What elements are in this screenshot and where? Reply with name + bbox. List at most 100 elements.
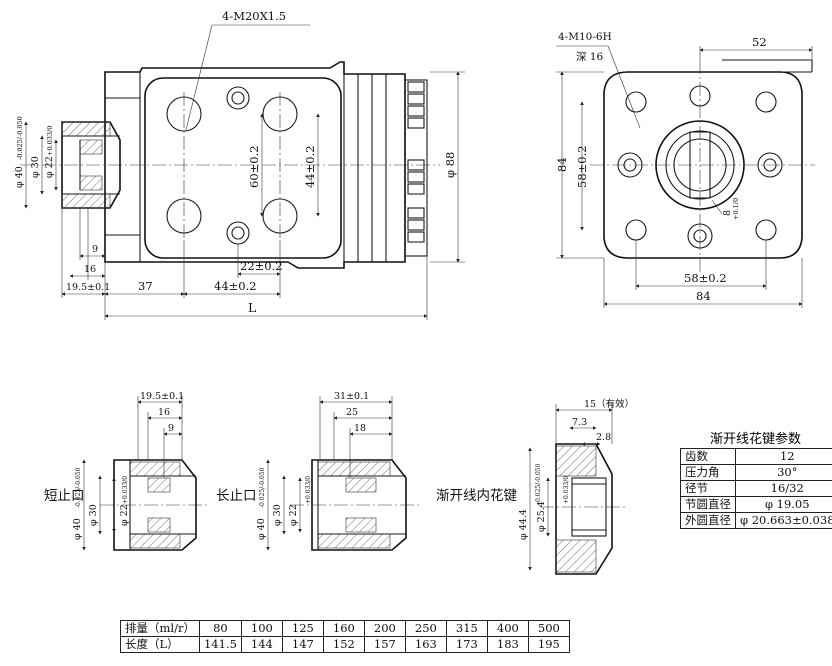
- side-view: 4-M10-6H 深 16 52 84 58±0.2 58±0.2 84 8 +…: [555, 31, 815, 308]
- spline-param-key: 齿数: [680, 448, 736, 465]
- front-dim-phi22: φ 22: [44, 156, 55, 178]
- front-dim-phi40: φ 40: [14, 166, 25, 188]
- front-dim-88: φ 88: [443, 152, 457, 178]
- bolt-head-1: [407, 81, 425, 93]
- length-cell: 173: [445, 636, 488, 653]
- detail-spline: 渐开线内花键 15（有效） 7.3 2.8 φ 44.4 -0.025/-0.0…: [436, 398, 634, 575]
- bolt-head-2: [407, 93, 425, 105]
- length-cell: 147: [281, 636, 324, 653]
- side-thread-callout: 4-M10-6H: [558, 31, 612, 43]
- spline-param-value: 30°: [735, 464, 832, 481]
- bolt-head-4: [407, 117, 425, 129]
- bolt-hole-2: [226, 221, 250, 245]
- long-dim-phi40-tol: -0.025/-0.050: [259, 467, 266, 508]
- length-cell: 157: [363, 636, 406, 653]
- short-dim-phi30: φ 30: [88, 504, 99, 526]
- spline-dim-7-3: 7.3: [572, 417, 587, 428]
- short-hatch-3: [147, 477, 171, 493]
- spline-dim-2-8: 2.8: [596, 432, 611, 443]
- displacement-cell: 500: [527, 620, 570, 637]
- long-hatch-4: [345, 517, 377, 533]
- displacement-cell: 200: [363, 620, 406, 637]
- detail-short-pilot: 短止口 19.5±0.1 16 9 φ 40 -0.025/-0.050 φ 3…: [44, 391, 210, 551]
- front-dim-37: 37: [138, 279, 153, 293]
- spline-dim-15: 15（有效）: [584, 398, 634, 410]
- short-dim-19-5: 19.5±0.1: [140, 391, 184, 402]
- side-bolt-8: [755, 219, 777, 241]
- short-dim-phi40-tol: -0.025/-0.050: [75, 467, 82, 508]
- side-bolt-1: [625, 91, 647, 113]
- front-dim-19-5: 19.5±0.1: [66, 282, 110, 293]
- side-dim-8: 8: [722, 210, 733, 216]
- short-hatch-1: [129, 461, 181, 477]
- mounting-face: [144, 77, 342, 259]
- long-dim-phi22-tol: +0.033/0: [305, 476, 312, 504]
- spline-dim-phi44: φ 44.4: [518, 509, 529, 540]
- spline-param-value: φ 20.663±0.038: [735, 512, 832, 529]
- spline-hatch-top: [555, 445, 597, 477]
- front-thread-callout-leader: [185, 24, 213, 131]
- side-dim-8-leader: [711, 199, 723, 215]
- side-bolt-3: [755, 91, 777, 113]
- short-dim-phi22: φ 22: [119, 504, 130, 526]
- spline-hatch-bottom: [555, 539, 597, 573]
- bolt-hole-2-inner: [231, 226, 245, 240]
- spline-param-key: 节圆直径: [680, 496, 736, 513]
- front-dim-44-h: 44±0.2: [214, 279, 257, 293]
- spline-param-key: 径节: [680, 480, 736, 497]
- spline-param-value: φ 19.05: [735, 496, 832, 513]
- displacement-cell: 160: [322, 620, 365, 637]
- front-dim-60: 60±0.2: [247, 145, 261, 188]
- long-dim-18: 18: [354, 423, 366, 434]
- length-cell: 163: [404, 636, 447, 653]
- spline-param-key: 外圆直径: [680, 512, 736, 529]
- bolt-hole-1-inner: [231, 91, 245, 105]
- stator-stack: [343, 73, 406, 263]
- displacement-cell: 250: [404, 620, 447, 637]
- detail-spline-label: 渐开线内花键: [436, 488, 517, 504]
- short-dim-9: 9: [168, 423, 174, 434]
- pilot-hatch-top: [61, 121, 111, 137]
- front-dim-9: 9: [92, 244, 98, 255]
- front-dim-16: 16: [84, 264, 96, 275]
- bolt-head-8: [407, 207, 425, 219]
- detail-short-label: 短止口: [44, 488, 85, 504]
- long-dim-phi30: φ 30: [272, 504, 283, 526]
- spline-dim-phi44-tol: -0.025/-0.050: [535, 463, 542, 504]
- detail-long-pilot: 长止口 31±0.1 25 18 φ 40 -0.025/-0.050 φ 30…: [216, 391, 420, 551]
- length-cell: 195: [527, 636, 570, 653]
- front-dim-phi40-tol: -0.025/-0.050: [16, 116, 24, 160]
- length-cell: 144: [240, 636, 283, 653]
- detail-long-label: 长止口: [216, 488, 257, 504]
- bolt-head-3: [407, 105, 425, 117]
- side-depth-label: 深 16: [576, 51, 604, 63]
- front-dim-44-v: 44±0.2: [303, 145, 317, 188]
- side-dim-52: 52: [752, 35, 767, 49]
- spline-param-key: 压力角: [680, 464, 736, 481]
- spline-param-value: 12: [735, 448, 832, 465]
- front-dim-phi30: φ 30: [30, 156, 41, 178]
- bolt-hole-1: [226, 86, 250, 110]
- displacement-cell: 315: [445, 620, 488, 637]
- side-dim-58-v: 58±0.2: [575, 145, 589, 188]
- long-dim-phi40: φ 40: [256, 518, 267, 540]
- long-hatch-2: [317, 533, 391, 549]
- front-dim-22: 22±0.2: [240, 259, 283, 273]
- length-cell: 152: [322, 636, 365, 653]
- displacement-cell: 400: [486, 620, 529, 637]
- front-thread-callout: 4-M20X1.5: [222, 9, 286, 23]
- short-dim-phi40: φ 40: [72, 518, 83, 540]
- bolt-heads: [407, 81, 425, 243]
- long-dim-phi22: φ 22: [288, 504, 299, 526]
